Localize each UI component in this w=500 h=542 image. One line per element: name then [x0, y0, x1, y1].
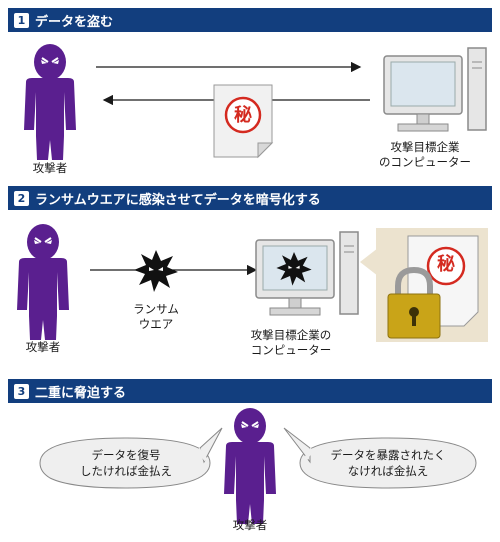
- target-label: 攻撃目標企業の コンピューター: [236, 328, 346, 358]
- speech-bubble-right: [299, 437, 477, 489]
- bubble-right-text: データを暴露されたく なければ金払え: [312, 447, 464, 479]
- attacker-label: 攻撃者: [32, 161, 68, 175]
- section-3-banner: 3 二重に脅迫する: [8, 379, 492, 403]
- section-title: 二重に脅迫する: [35, 385, 127, 401]
- speech-bubble-left: [39, 437, 211, 489]
- secret-stamp: 秘: [234, 105, 252, 126]
- attacker-figure: [223, 407, 277, 525]
- ransomware-label-line2: ウエア: [138, 317, 174, 331]
- target-label-line2: コンピューター: [250, 343, 332, 357]
- section-title: データを盗む: [35, 14, 114, 30]
- attacker-figure: [23, 43, 77, 161]
- secret-document: [213, 84, 274, 159]
- ransomware-label: ランサム ウエア: [126, 302, 186, 332]
- bubble-right-line2: なければ金払え: [347, 464, 429, 478]
- section-number: 3: [14, 383, 29, 399]
- section-2-banner: 2 ランサムウエアに感染させてデータを暗号化する: [8, 186, 492, 210]
- target-label: 攻撃目標企業 のコンピューター: [360, 140, 490, 170]
- section-number: 1: [14, 12, 29, 28]
- infected-computer: [255, 231, 359, 316]
- callout-pointer: [360, 248, 378, 276]
- section-1-banner: 1 データを盗む: [8, 8, 492, 32]
- bubble-left-line1: データを復号: [91, 448, 161, 462]
- attacker-label: 攻撃者: [25, 340, 61, 354]
- padlock-icon: [387, 266, 441, 339]
- bubble-right-line1: データを暴露されたく: [330, 448, 446, 462]
- ransomware-icon: [134, 250, 178, 292]
- bubble-left-line2: したければ金払え: [80, 464, 172, 478]
- attacker-figure: [16, 223, 70, 341]
- section-title: ランサムウエアに感染させてデータを暗号化する: [35, 192, 321, 208]
- section-number: 2: [14, 190, 29, 206]
- target-label-line1: 攻撃目標企業: [390, 140, 460, 154]
- target-computer: [383, 47, 487, 132]
- target-label-line2: のコンピューター: [379, 155, 471, 169]
- target-label-line1: 攻撃目標企業の: [250, 328, 332, 342]
- secret-stamp: 秘: [437, 254, 455, 275]
- ransomware-label-line1: ランサム: [133, 302, 179, 316]
- attacker-label: 攻撃者: [232, 518, 268, 532]
- bubble-left-text: データを復号 したければ金払え: [56, 447, 196, 479]
